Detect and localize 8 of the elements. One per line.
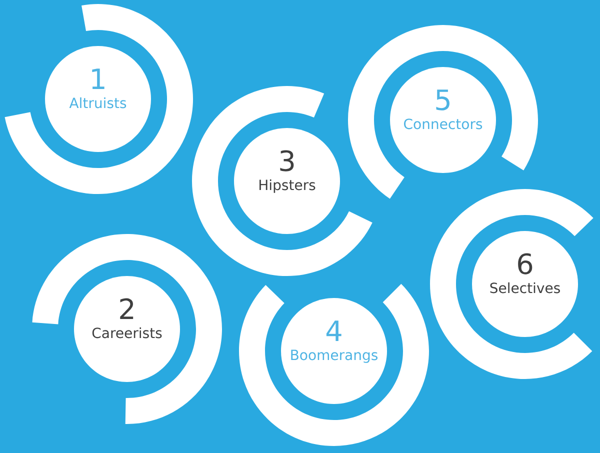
circle-node: 3 Hipsters [234, 128, 340, 234]
circle-node: 1 Altruists [45, 46, 151, 152]
node-label: 3 [280, 150, 294, 172]
node-label: Hipsters [260, 179, 316, 193]
circle-node: 2 Careerists [74, 276, 180, 382]
circle-node: 4 Boomerangs [281, 298, 387, 404]
circle-node: 6 Selectives [472, 231, 578, 337]
circle-node: 5 Connectors [390, 67, 496, 173]
